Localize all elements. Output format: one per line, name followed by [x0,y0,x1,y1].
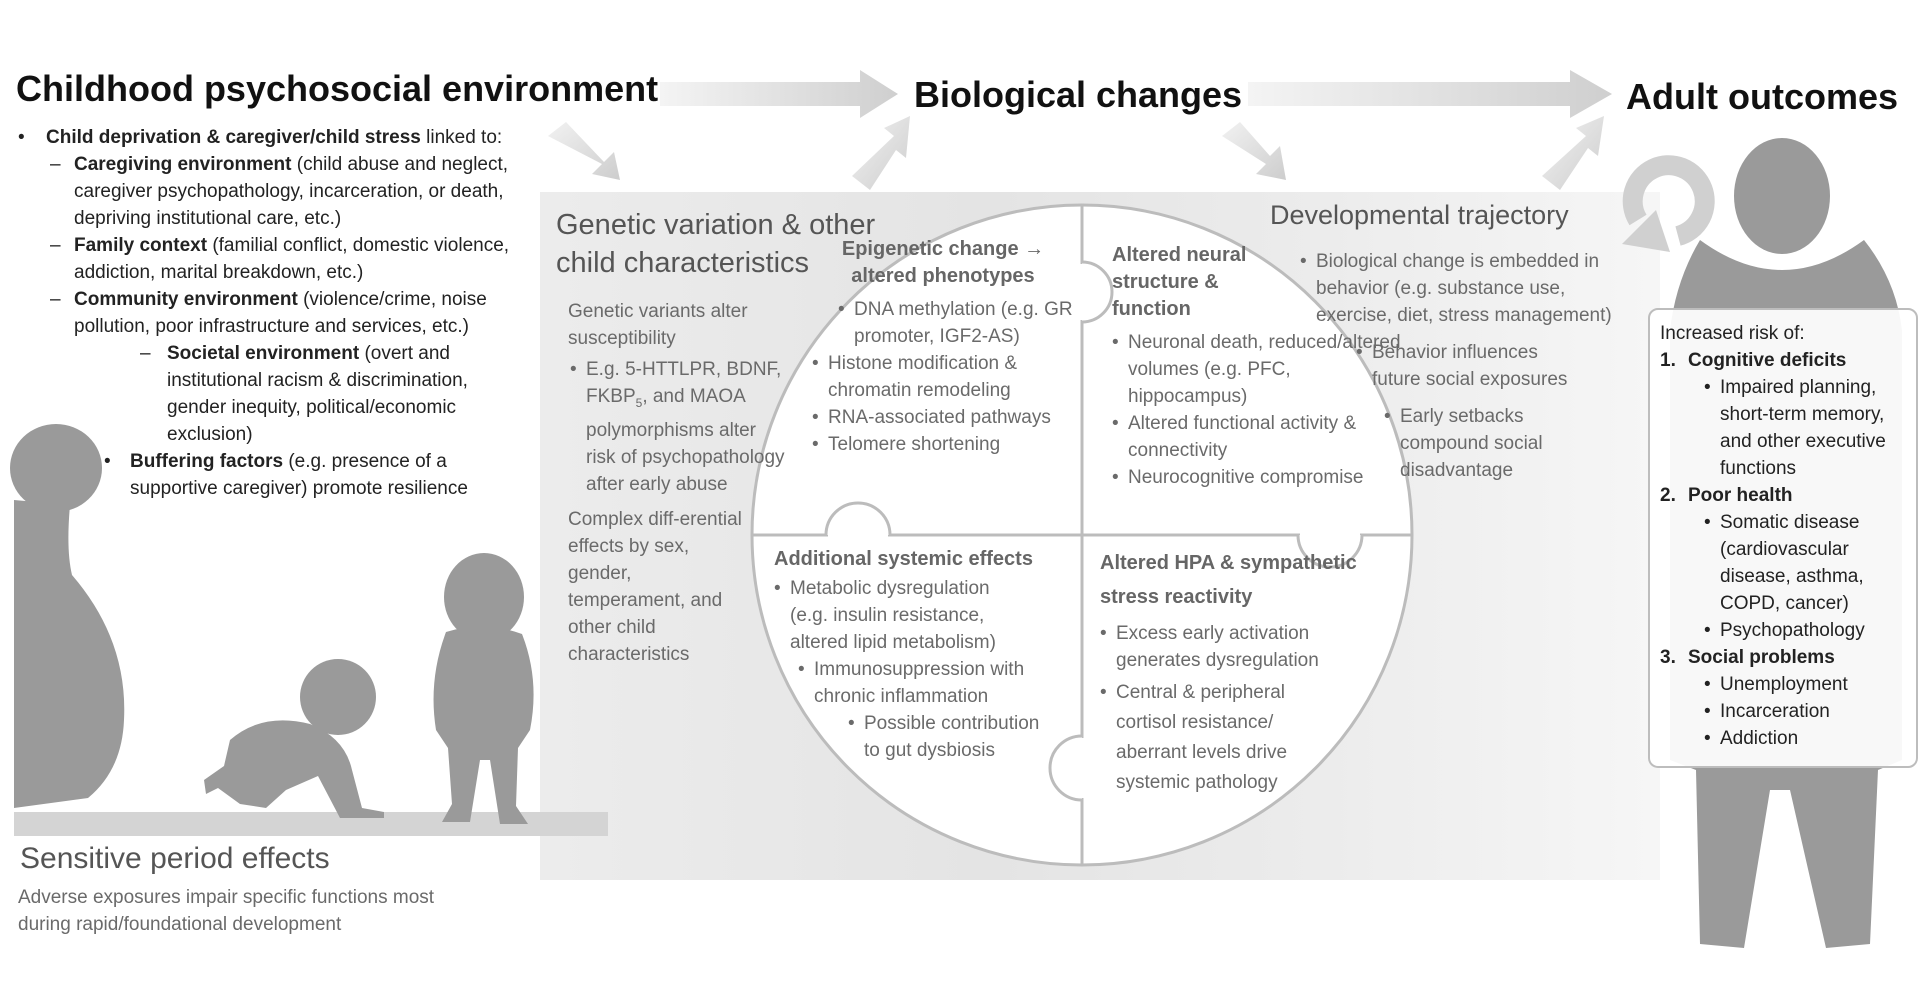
cycle-arrow-icon [1622,155,1715,246]
outcome-item: Incarceration [1704,698,1910,725]
pregnant-woman-silhouette [10,424,125,808]
community-rest: (violence/crime, noise pollution, poor i… [74,289,487,337]
genetic-bullet: • E.g. 5-HTTLPR, BDNF, FKBP5, and MAOA p… [570,359,785,495]
outcome-group-title: 1. Cognitive deficits [1660,347,1910,374]
caregiving-rest: (child abuse and neglect, caregiver psyc… [74,154,509,229]
outcome-group-title: 3. Social problems [1660,644,1910,671]
outcome-title: Poor health [1688,485,1793,506]
buffering-rest: (e.g. presence of a supportive caregiver… [130,451,468,499]
main-factor-bold: Child deprivation & caregiver/child stre… [46,127,421,148]
buffering-item: • Buffering factors (e.g. presence of a … [104,451,468,499]
outcome-item: Addiction [1704,725,1910,752]
diag-arrow-down-2 [1222,122,1286,180]
outcome-title: Cognitive deficits [1688,350,1847,371]
outcome-item: Unemployment [1704,671,1910,698]
community-item: – Community environment (violence/crime,… [50,289,487,337]
neural-item: Altered functional activity & connectivi… [1112,410,1402,464]
outcome-num: 1. [1660,350,1676,371]
cycle-arrow-head [1622,210,1670,252]
childhood-factors: • Child deprivation & caregiver/child st… [16,124,536,502]
hpa-title: Altered HPA & sympathetic stress reactiv… [1100,552,1357,608]
neural-list: Neuronal death, reduced/altered volumes … [1112,329,1402,491]
buffering-bold: Buffering factors [130,451,284,472]
outcome-num: 3. [1660,647,1676,668]
systemic-item: Immunosuppression with chronic inflammat… [798,656,1054,710]
systemic-list: Metabolic dysregulation (e.g. insulin re… [774,575,1064,764]
systemic-title: Additional systemic effects [774,548,1033,570]
sensitive-title: Sensitive period effects [20,842,330,875]
quadrant-systemic: Additional systemic effects Metabolic dy… [774,546,1064,764]
crawling-baby-silhouette [204,659,384,818]
family-item: – Family context (familial conflict, dom… [50,235,510,283]
hpa-item: Excess early activation generates dysreg… [1100,620,1356,674]
epigenetic-list: DNA methylation (e.g. GR promoter, IGF2-… [812,296,1074,458]
trajectory-title: Developmental trajectory [1270,200,1569,230]
societal-rest: (overt and institutional racism & discri… [167,343,468,445]
genetic-p2: Complex diff-erential effects by sex, ge… [568,508,742,665]
systemic-item: Possible contribution to gut dysbiosis [848,710,1054,764]
main-factor: • Child deprivation & caregiver/child st… [18,127,503,148]
outcome-group-title: 2. Poor health [1660,482,1910,509]
main-factor-rest: linked to: [420,127,503,148]
hpa-list: Excess early activation generates dysreg… [1100,620,1400,798]
sensitive-text: Adverse exposures impair specific functi… [18,887,435,935]
diag-arrow-up-2 [1542,116,1604,190]
neural-title: Altered neural structure & function [1112,244,1247,320]
epigenetic-item: Telomere shortening [812,431,1074,458]
family-rest: (familial conflict, domestic violence, a… [74,235,510,283]
outcome-item: Psychopathology [1704,617,1910,644]
trajectory-item: Early setbacks compound social disadvant… [1384,403,1600,484]
outcomes-list: Increased risk of: 1.Cognitive deficits … [1660,320,1910,752]
genetic-bullet-sub: 5 [635,395,643,410]
right-arrow-1 [660,70,898,118]
header-biological: Biological changes [914,74,1243,115]
genetic-p1: Genetic variants alter susceptibility [568,301,748,349]
systemic-item: Metabolic dysregulation (e.g. insulin re… [774,575,1030,656]
community-bold: Community environment [74,289,298,310]
caregiving-bold: Caregiving environment [74,154,292,175]
epigenetic-item: RNA-associated pathways [812,404,1074,431]
societal-bold: Societal environment [167,343,360,364]
genetic-bullet-pre: E.g. 5-HTTLPR, BDNF, FKBP [586,359,782,407]
toddler-silhouette [433,553,534,824]
trajectory-item: Biological change is embedded in behavio… [1300,248,1616,329]
neural-item: Neuronal death, reduced/altered volumes … [1112,329,1402,410]
diag-arrow-down-1 [548,122,620,180]
quadrant-hpa: Altered HPA & sympathetic stress reactiv… [1100,546,1400,798]
genetic-bullet-post: , and MAOA polymorphisms alter risk of p… [586,386,785,495]
genetic-title: Genetic variation & other child characte… [556,209,876,279]
outcomes-intro: Increased risk of: [1660,323,1805,344]
epigenetic-item: DNA methylation (e.g. GR promoter, IGF2-… [838,296,1074,350]
genetic-text: Genetic variants alter susceptibility • … [568,298,788,668]
societal-item: – Societal environment (overt and instit… [140,343,468,445]
diag-arrow-up-1 [852,116,910,190]
neural-item: Neurocognitive compromise [1112,464,1402,491]
outcome-num: 2. [1660,485,1676,506]
header-childhood: Childhood psychosocial environment [16,68,659,109]
outcome-item: Somatic disease (cardiovascular disease,… [1704,509,1910,617]
right-arrow-2 [1248,70,1612,118]
family-bold: Family context [74,235,208,256]
epigenetic-item: Histone modification & chromatin remodel… [812,350,1074,404]
epigenetic-title: Epigenetic change → altered phenotypes [841,238,1045,287]
outcome-title: Social problems [1688,647,1835,668]
trajectory-list: Biological change is embedded in behavio… [1300,248,1620,484]
caregiving-item: – Caregiving environment (child abuse an… [50,154,509,229]
trajectory-item: Behavior influences future social exposu… [1356,339,1572,393]
header-adult: Adult outcomes [1626,76,1899,117]
hpa-item: Central & peripheral cortisol resistance… [1100,678,1336,798]
quadrant-epigenetic: Epigenetic change → altered phenotypes D… [812,236,1074,458]
quadrant-neural: Altered neural structure & function Neur… [1112,242,1402,491]
outcome-item: Impaired planning, short-term memory, an… [1704,374,1910,482]
